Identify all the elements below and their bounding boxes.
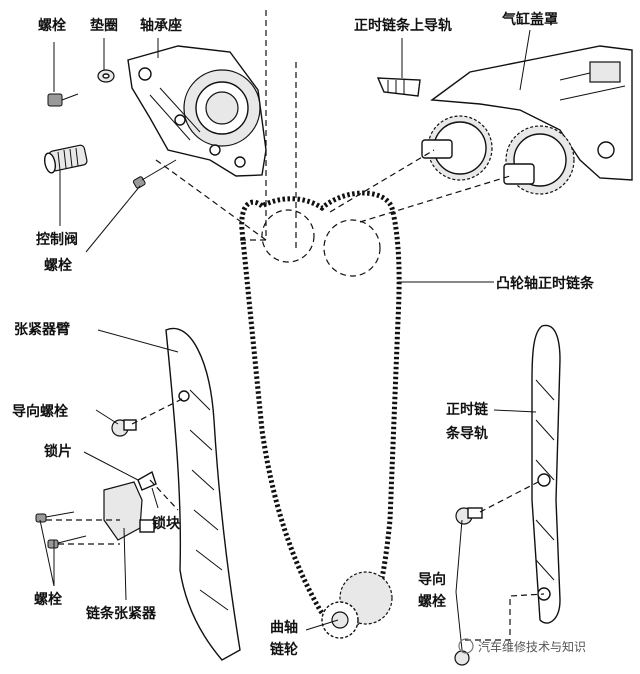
label-cylinder-cover: 气缸盖罩 bbox=[501, 11, 558, 28]
watermark-text: 汽车维修技术与知识 bbox=[478, 639, 586, 654]
bolt-top-part bbox=[47, 93, 79, 107]
bearing-seat-part bbox=[127, 45, 267, 177]
cam-chain-part bbox=[239, 190, 402, 627]
label-timing-guide-2: 条导轨 bbox=[445, 425, 488, 442]
label-lock-plate: 锁片 bbox=[44, 443, 72, 460]
label-bolt-top: 螺栓 bbox=[38, 17, 66, 34]
label-guide-bolt-r1: 导向 bbox=[418, 571, 446, 588]
lock-plate-part bbox=[137, 470, 157, 491]
label-tensioner-arm: 张紧器臂 bbox=[14, 321, 70, 338]
chain-tensioner-part bbox=[103, 481, 155, 541]
label-washer: 垫圈 bbox=[90, 17, 118, 34]
washer-part bbox=[97, 69, 115, 83]
tensioner-arm-part bbox=[165, 327, 241, 661]
bolt-bottom-parts bbox=[35, 511, 87, 549]
label-chain-tensioner: 链条张紧器 bbox=[86, 605, 157, 622]
watermark: 汽车维修技术与知识 bbox=[458, 638, 586, 654]
label-crank-2: 链轮 bbox=[270, 641, 298, 658]
label-bolt-mid: 螺栓 bbox=[44, 257, 72, 274]
camshaft-gear-right bbox=[503, 125, 575, 195]
camshaft-gear-left bbox=[421, 115, 493, 181]
label-cam-chain: 凸轮轴正时链条 bbox=[496, 275, 595, 292]
label-control-valve: 控制阀 bbox=[36, 231, 78, 248]
label-upper-guide: 正时链条上导轨 bbox=[354, 17, 452, 34]
timing-guide-part bbox=[531, 324, 561, 624]
label-timing-guide-1: 正时链 bbox=[446, 401, 489, 418]
assembly-dashed-lines bbox=[46, 10, 545, 641]
bolt-mid-part bbox=[132, 159, 177, 189]
guide-bolt-right-parts bbox=[454, 507, 483, 666]
label-lock-block: 锁块 bbox=[152, 515, 181, 532]
label-bolt-bottom: 螺栓 bbox=[34, 591, 62, 608]
label-bearing-seat: 轴承座 bbox=[140, 17, 182, 34]
leader-lines bbox=[39, 29, 537, 651]
label-crank-1: 曲轴 bbox=[270, 619, 298, 636]
cylinder-cover-part bbox=[430, 45, 633, 181]
control-valve-part bbox=[43, 144, 88, 174]
guide-bolt-left-part bbox=[111, 419, 137, 437]
label-guide-bolt-r2: 螺栓 bbox=[418, 593, 446, 610]
crank-sprocket-part bbox=[321, 571, 393, 639]
upper-guide-part bbox=[376, 77, 421, 97]
label-guide-bolt-left: 导向螺栓 bbox=[12, 403, 68, 420]
